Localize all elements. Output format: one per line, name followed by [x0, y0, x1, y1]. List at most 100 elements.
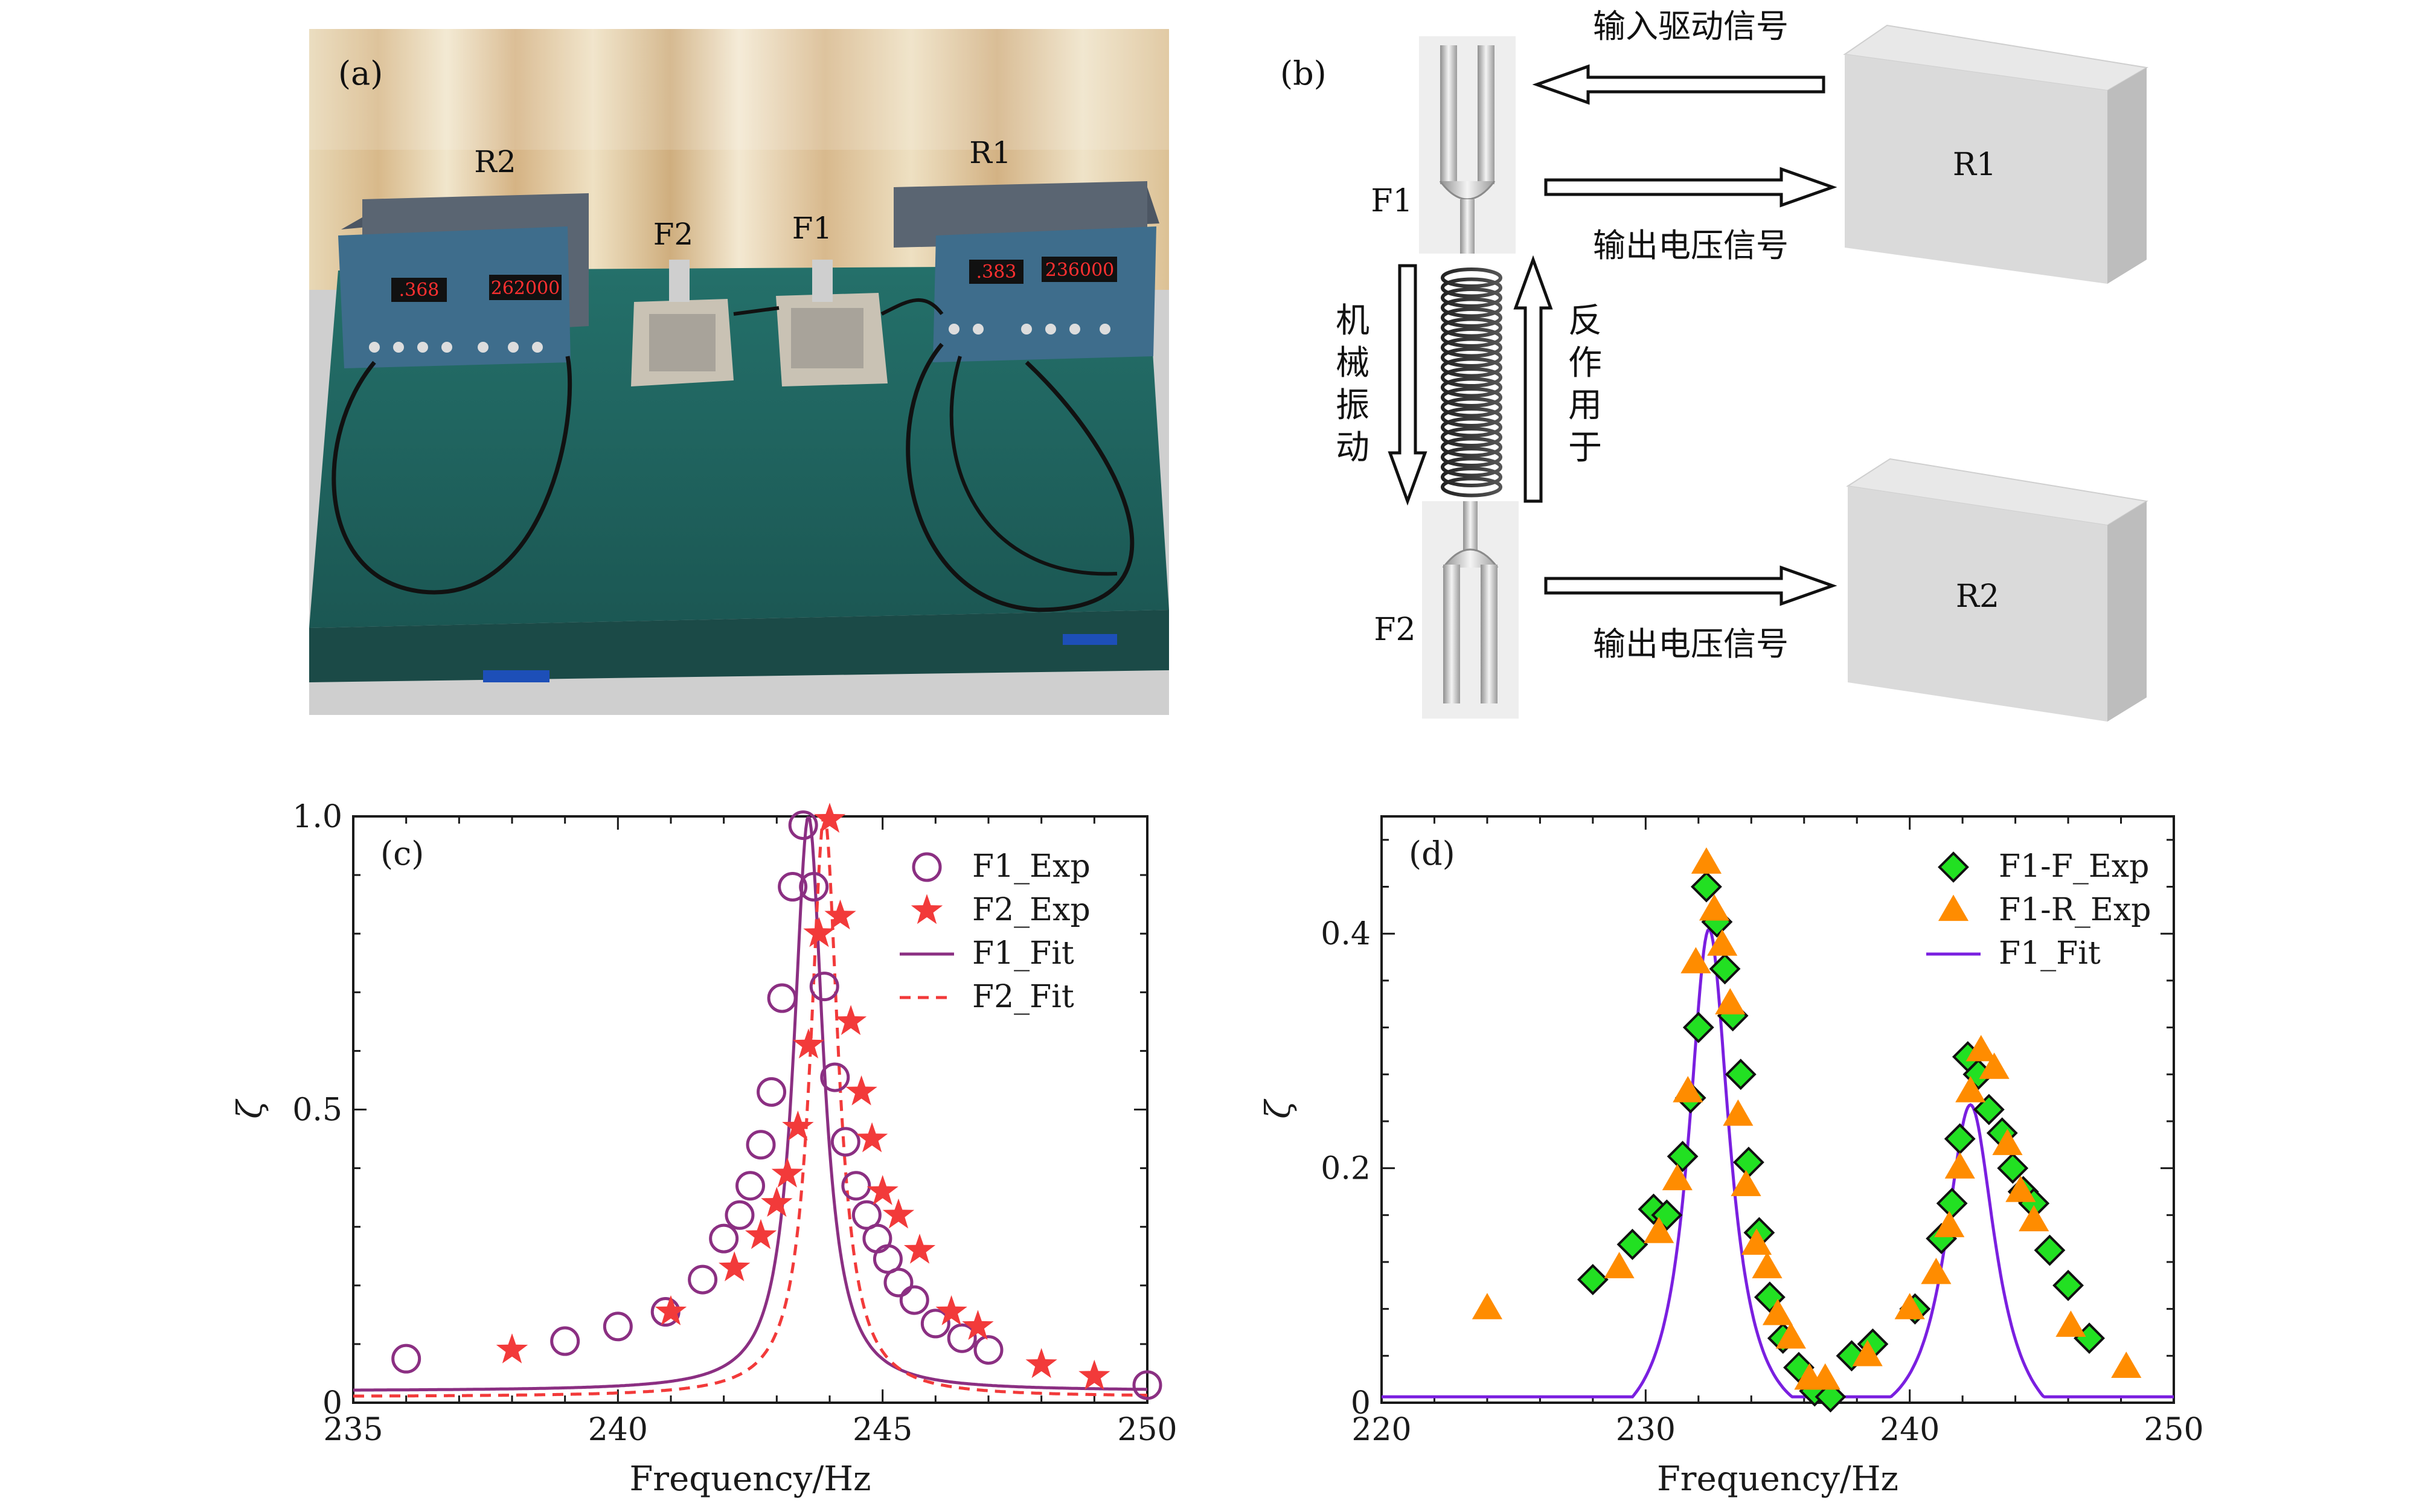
- spring-coil: [1441, 456, 1502, 478]
- data-point-F1-R_Exp: [1604, 1252, 1635, 1278]
- data-point-F1_Exp: [883, 1267, 914, 1298]
- data-point-F2_Exp: [867, 1174, 899, 1205]
- data-point-F2_Exp: [761, 1187, 793, 1217]
- box-r2-label: R2: [1956, 578, 1999, 615]
- r1-display-left: .383: [976, 261, 1017, 283]
- data-point-F1-R_Exp: [1934, 1211, 1965, 1237]
- data-point-F1-R_Exp: [1662, 1164, 1693, 1191]
- spring-coil: [1441, 307, 1502, 328]
- fork-stand-f2: [631, 260, 734, 386]
- data-point-F1_Exp: [767, 983, 797, 1013]
- fork-label-f1: F1: [792, 211, 833, 246]
- r1-display-right: 236000: [1045, 260, 1115, 281]
- data-point-F1-F_Exp: [1616, 1228, 1648, 1260]
- x-tick-label: 250: [1117, 1412, 1177, 1448]
- x-tick-label: 230: [1616, 1412, 1676, 1448]
- data-point-F1-F_Exp: [1973, 1094, 2005, 1126]
- data-point-F1-F_Exp: [1944, 1123, 1976, 1155]
- x-tick-label: 240: [588, 1412, 648, 1448]
- label-output-top: 输出电压信号: [1593, 226, 1789, 264]
- spring-coil: [1441, 476, 1502, 498]
- data-point-F1_Exp: [603, 1312, 633, 1342]
- r2-display-right: 262000: [491, 278, 560, 299]
- data-point-F1_Exp: [947, 1323, 977, 1353]
- data-point-F1-F_Exp: [1997, 1152, 2029, 1184]
- data-point-F2_Exp: [1078, 1359, 1110, 1390]
- data-point-F1-R_Exp: [1715, 988, 1746, 1014]
- box-r1-label: R1: [1953, 147, 1996, 183]
- label-output-bottom: 输出电压信号: [1593, 625, 1789, 663]
- data-point-F1_Exp: [788, 810, 818, 841]
- legend-label-F1_Fit: F1_Fit: [1999, 935, 2101, 972]
- spring-coil: [1441, 447, 1502, 467]
- y-tick-label: 0.4: [1321, 916, 1371, 952]
- data-point-F2_Exp: [745, 1219, 777, 1249]
- y-tick-label: 0: [1351, 1385, 1371, 1421]
- svg-text:作: 作: [1568, 344, 1602, 383]
- data-point-F1_Exp: [550, 1326, 580, 1356]
- data-point-F2_Exp: [824, 899, 856, 930]
- data-point-F1_Exp: [862, 1223, 892, 1254]
- x-tick-label: 220: [1351, 1412, 1411, 1448]
- arrow-input-drive: [1532, 64, 1825, 105]
- data-point-F1-R_Exp: [1894, 1293, 1925, 1319]
- data-point-F1-R_Exp: [1775, 1322, 1806, 1349]
- data-point-F2_Exp: [803, 917, 835, 947]
- legend-marker-F2_Exp: [911, 894, 943, 924]
- spring-coil: [1441, 467, 1502, 487]
- data-point-F1-R_Exp: [1752, 1252, 1783, 1278]
- spring-coil: [1441, 267, 1502, 288]
- spring-coil: [1441, 377, 1502, 398]
- tuning-fork-f2-icon: [1422, 501, 1519, 719]
- spring-coil: [1441, 437, 1502, 458]
- data-point-F2_Exp: [813, 802, 846, 833]
- data-point-F1-R_Exp: [1699, 894, 1730, 921]
- data-point-F1-F_Exp: [1667, 1141, 1699, 1173]
- data-point-F1-F_Exp: [2052, 1269, 2084, 1301]
- data-point-F1-F_Exp: [1682, 1011, 1714, 1043]
- data-point-F2_Exp: [496, 1333, 528, 1363]
- svg-text:用: 用: [1568, 386, 1602, 425]
- data-point-F1-R_Exp: [1979, 1052, 2010, 1079]
- data-point-F1-R_Exp: [1955, 1075, 1986, 1103]
- x-tick-label: 245: [853, 1412, 912, 1448]
- spring-coil: [1441, 277, 1502, 298]
- vertical-label-left: 机 械 振 动: [1336, 301, 1369, 467]
- data-point-F1-R_Exp: [1741, 1228, 1772, 1255]
- data-point-F1-R_Exp: [2005, 1176, 2036, 1202]
- spring-icon: [1441, 267, 1502, 498]
- device-label-r2: R2: [474, 144, 516, 179]
- data-point-F1-R_Exp: [1810, 1363, 1840, 1390]
- legend-marker-F1_Exp: [912, 852, 942, 882]
- plot-frame: [1380, 815, 2175, 1404]
- data-point-F1-R_Exp: [1852, 1339, 1883, 1366]
- svg-text:动: 动: [1336, 428, 1369, 467]
- spring-coil: [1441, 287, 1502, 308]
- data-point-F1_Exp: [830, 1127, 860, 1157]
- svg-text:械: 械: [1336, 344, 1369, 383]
- spring-coil: [1441, 417, 1502, 438]
- data-point-F2_Exp: [882, 1198, 915, 1229]
- data-point-F1-F_Exp: [1725, 1059, 1757, 1091]
- data-point-F1_Exp: [778, 872, 808, 902]
- data-point-F1-R_Exp: [1644, 1217, 1674, 1243]
- legend-label-F1-R_Exp: F1-R_Exp: [1999, 892, 2151, 928]
- data-point-F1-R_Exp: [1673, 1075, 1703, 1103]
- data-point-F1-R_Exp: [2055, 1310, 2086, 1337]
- panel-label: (d): [1409, 834, 1455, 873]
- data-point-F1_Exp: [809, 972, 839, 1002]
- svg-text:机: 机: [1336, 301, 1369, 341]
- spring-coil: [1441, 317, 1502, 338]
- data-point-F1-R_Exp: [1691, 847, 1722, 874]
- fit-line-F2_Fit: [353, 816, 1147, 1398]
- legend-marker-F1-R_Exp: [1938, 894, 1969, 921]
- data-point-F1_Exp: [757, 1077, 787, 1107]
- legend-label-F2_Fit: F2_Fit: [972, 979, 1074, 1015]
- spring-coil: [1441, 427, 1502, 447]
- table-edge: [309, 610, 1169, 682]
- data-point-F1_Exp: [899, 1285, 929, 1315]
- fork-f2-label: F2: [1374, 612, 1415, 648]
- data-point-F1-R_Exp: [1723, 1099, 1754, 1126]
- r2-display-left: .368: [399, 280, 440, 301]
